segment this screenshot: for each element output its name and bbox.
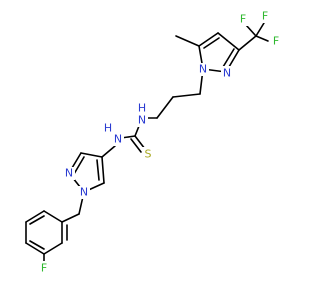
atom-n-pz2-n1: N <box>80 186 88 199</box>
bond-ph-c5-c6 <box>25 210 45 223</box>
bond-pz1-c5-c4-double <box>203 37 220 49</box>
atom-f-top: F <box>262 10 268 23</box>
bond-cf3-c-f-top <box>255 22 265 37</box>
atom-n-upper: N <box>138 114 146 127</box>
bond-thio-c-s-double <box>130 138 142 153</box>
bond-ph-c3-c4 <box>25 242 45 255</box>
atom-f-left: F <box>240 13 246 26</box>
bond-ph-c5-c6-double <box>29 215 45 225</box>
atom-n-pz1-n2: N <box>223 67 231 80</box>
bond-ch2-a-ch2-b <box>172 93 201 98</box>
bond-nh-lower-pz2-c4 <box>101 145 116 158</box>
bond-thio-c-s <box>134 135 146 150</box>
bond-cf3-c-pyrazole-c3 <box>238 35 257 51</box>
atom-labels: F F F N N H N S H N N N F <box>38 10 282 275</box>
atom-f-right: F <box>273 35 279 48</box>
atom-h-lower: H <box>104 122 112 135</box>
bond-ch2-phenyl-c1 <box>61 213 80 223</box>
bond-pz1-c3-n2-double <box>222 48 235 68</box>
bond-pz2-c4-c5 <box>101 156 105 184</box>
bond-nh-upper-thio-c <box>134 125 140 137</box>
atom-f-aryl: F <box>41 262 47 275</box>
bond-cf3-c-f-left <box>245 24 257 37</box>
bond-pz1-c4-c3 <box>217 32 240 51</box>
atom-n-pz2-n2: N <box>65 167 73 180</box>
bond-pz1-c5-c4 <box>198 32 219 47</box>
bond-pz2-c3-c4 <box>80 152 103 158</box>
bond-pz2-n2-c3-double <box>73 156 85 175</box>
bond-pz2-c4-c5-double <box>96 159 100 181</box>
bond-cf3-c-f-right <box>255 35 269 42</box>
bond-ch2-b-ch2-c <box>156 96 174 119</box>
bond-pz1-c5-methyl <box>175 35 200 47</box>
atom-h-upper: H <box>138 102 146 115</box>
bonds <box>25 22 269 263</box>
atom-s-thio: S <box>145 148 152 161</box>
bond-ph-c6-c1 <box>43 210 63 223</box>
bond-ph-c2-c3 <box>43 242 63 255</box>
bond-ph-c3-c4-double <box>29 240 45 250</box>
atom-n-lower: N <box>114 133 122 146</box>
molecule-structure-diagram: F F F N N H N S H N N N F <box>25 9 282 275</box>
atom-n-pz1-n1: N <box>199 63 207 76</box>
